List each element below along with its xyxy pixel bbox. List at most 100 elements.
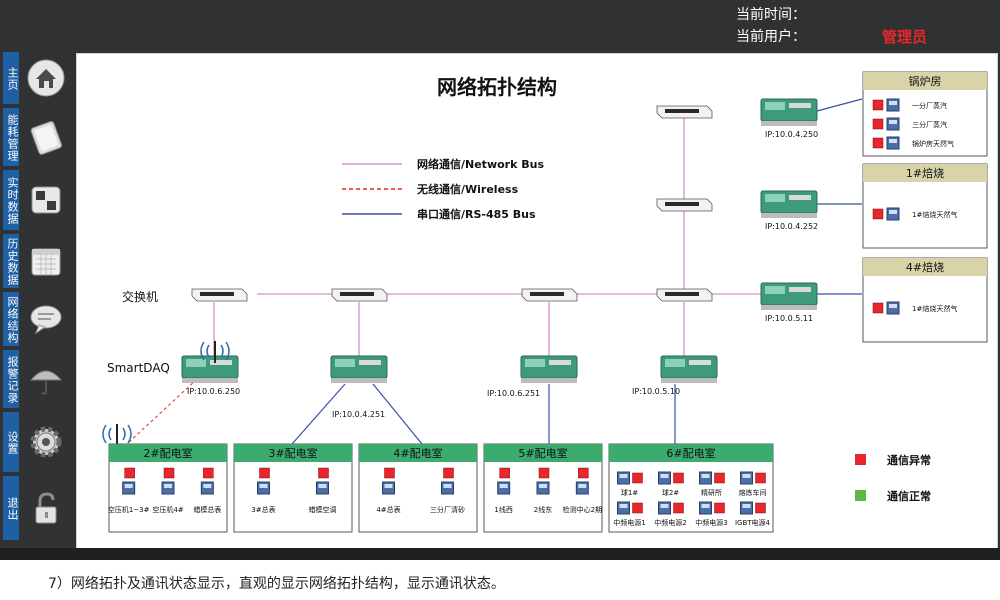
switch-6[interactable] — [656, 105, 713, 119]
device-label: 空压机4# — [152, 505, 183, 514]
meter-icon[interactable] — [257, 481, 270, 495]
device-label: 1线西 — [494, 505, 512, 514]
sidebar-item-label: 实时数据 — [3, 170, 19, 230]
sidebar-item-label: 设置 — [3, 412, 19, 472]
meter-icon[interactable] — [497, 481, 511, 495]
status-indicator — [318, 467, 329, 479]
gateway-3[interactable] — [330, 355, 388, 383]
meter-icon[interactable] — [161, 481, 175, 495]
meter-icon[interactable] — [441, 481, 454, 495]
device-label: 中频电源3 — [695, 518, 727, 527]
sidebar-item-3[interactable]: 历史数据 — [3, 234, 65, 292]
gear-icon[interactable] — [27, 423, 65, 461]
meter-icon[interactable] — [886, 98, 900, 112]
smartdaq-gateway[interactable] — [181, 355, 239, 383]
meter-icon[interactable] — [316, 481, 329, 495]
book-icon[interactable] — [27, 118, 65, 156]
meter-icon[interactable] — [740, 501, 753, 515]
rs485-line — [372, 383, 423, 445]
switch-5[interactable] — [656, 198, 713, 212]
device-label: 中频电源1 — [613, 518, 645, 527]
device-label: 蜡模总表 — [193, 505, 221, 514]
meter-icon[interactable] — [122, 481, 136, 495]
status-indicator — [578, 467, 589, 479]
gateway-5[interactable] — [520, 355, 578, 383]
status-legend-swatch-1 — [855, 490, 866, 501]
device-label: 锅炉房天然气 — [912, 139, 954, 148]
status-legend-label-1: 通信正常 — [887, 489, 931, 503]
meter-icon[interactable] — [200, 481, 214, 495]
device-label: 检测中心2期 — [563, 505, 602, 514]
diagram-title: 网络拓扑结构 — [437, 75, 557, 99]
smartdaq-label: SmartDAQ — [107, 361, 170, 375]
gateway-r2[interactable] — [760, 190, 818, 218]
device-label: 一分厂蒸汽 — [912, 101, 947, 110]
meter-icon[interactable] — [617, 501, 630, 515]
sidebar-item-label: 退出 — [3, 476, 19, 540]
sidebar-item-2[interactable]: 实时数据 — [3, 170, 65, 234]
meter-icon[interactable] — [740, 471, 753, 485]
sidebar-item-4[interactable]: 网络结构 — [3, 292, 65, 350]
device-label: 4#总表 — [376, 505, 400, 514]
sidebar-item-1[interactable]: 能耗管理 — [3, 108, 65, 170]
bottom-bar — [0, 548, 1000, 560]
caption: 7）网络拓扑及通讯状态显示，直观的显示网络拓扑结构，显示通讯状态。 — [48, 576, 505, 592]
sidebar-item-7[interactable]: 退出 — [3, 476, 65, 544]
gateway-r1[interactable] — [760, 98, 818, 126]
meter-icon[interactable] — [658, 501, 671, 515]
sidebar-item-5[interactable]: 报警记录 — [3, 350, 65, 412]
meter-icon[interactable] — [886, 207, 900, 221]
status-indicator — [714, 472, 725, 484]
wireless-line — [126, 378, 198, 445]
status-indicator — [124, 467, 135, 479]
meter-icon[interactable] — [886, 301, 900, 315]
room-title-4: 6#配电室 — [666, 446, 715, 460]
switch-3[interactable] — [521, 288, 578, 302]
home-icon[interactable] — [27, 59, 65, 97]
status-indicator — [163, 467, 175, 479]
smartdaq-antenna-icon — [200, 341, 230, 363]
right-panel-header-0 — [863, 72, 987, 90]
room-title-2: 4#配电室 — [393, 446, 442, 460]
gateway-r3[interactable] — [760, 282, 818, 310]
status-indicator — [203, 467, 214, 479]
chart-icon[interactable] — [27, 181, 65, 219]
room-title-3: 5#配电室 — [518, 446, 567, 460]
room-header-1 — [234, 444, 352, 462]
gateway-6[interactable] — [660, 355, 718, 383]
status-indicator — [538, 467, 550, 479]
right-panel-title-0: 锅炉房 — [909, 75, 942, 88]
sidebar-item-0[interactable]: 主页 — [3, 52, 65, 108]
device-label: 2线东 — [534, 505, 552, 514]
meter-icon[interactable] — [699, 471, 712, 485]
meter-icon[interactable] — [575, 481, 589, 495]
status-indicator — [755, 472, 766, 484]
calendar-icon[interactable] — [27, 242, 65, 280]
padlock-icon[interactable] — [27, 489, 65, 527]
device-label: 空压机1~3# — [108, 505, 150, 514]
meter-icon[interactable] — [886, 136, 900, 150]
switch-4[interactable] — [656, 288, 713, 302]
status-indicator — [872, 302, 884, 314]
meter-icon[interactable] — [886, 117, 900, 131]
switch-main[interactable] — [191, 288, 248, 302]
device-label: 三分厂清砂 — [430, 505, 465, 514]
meter-icon[interactable] — [658, 471, 671, 485]
status-indicator — [632, 472, 643, 484]
sidebar-item-6[interactable]: 设置 — [3, 412, 65, 476]
meter-icon[interactable] — [536, 481, 550, 495]
switch-label: 交换机 — [122, 289, 158, 304]
status-indicator — [632, 502, 643, 514]
current-user-label: 当前用户： — [736, 29, 806, 45]
status-indicator — [673, 502, 684, 514]
status-indicator — [872, 118, 884, 130]
umbrella-icon[interactable] — [27, 360, 65, 398]
meter-icon[interactable] — [617, 471, 630, 485]
meter-icon[interactable] — [699, 501, 712, 515]
status-legend-label-0: 通信异常 — [887, 453, 931, 467]
chat-bubble-icon[interactable] — [27, 300, 65, 338]
sidebar-item-label: 主页 — [3, 52, 19, 104]
switch-2[interactable] — [331, 288, 388, 302]
meter-icon[interactable] — [382, 481, 395, 495]
